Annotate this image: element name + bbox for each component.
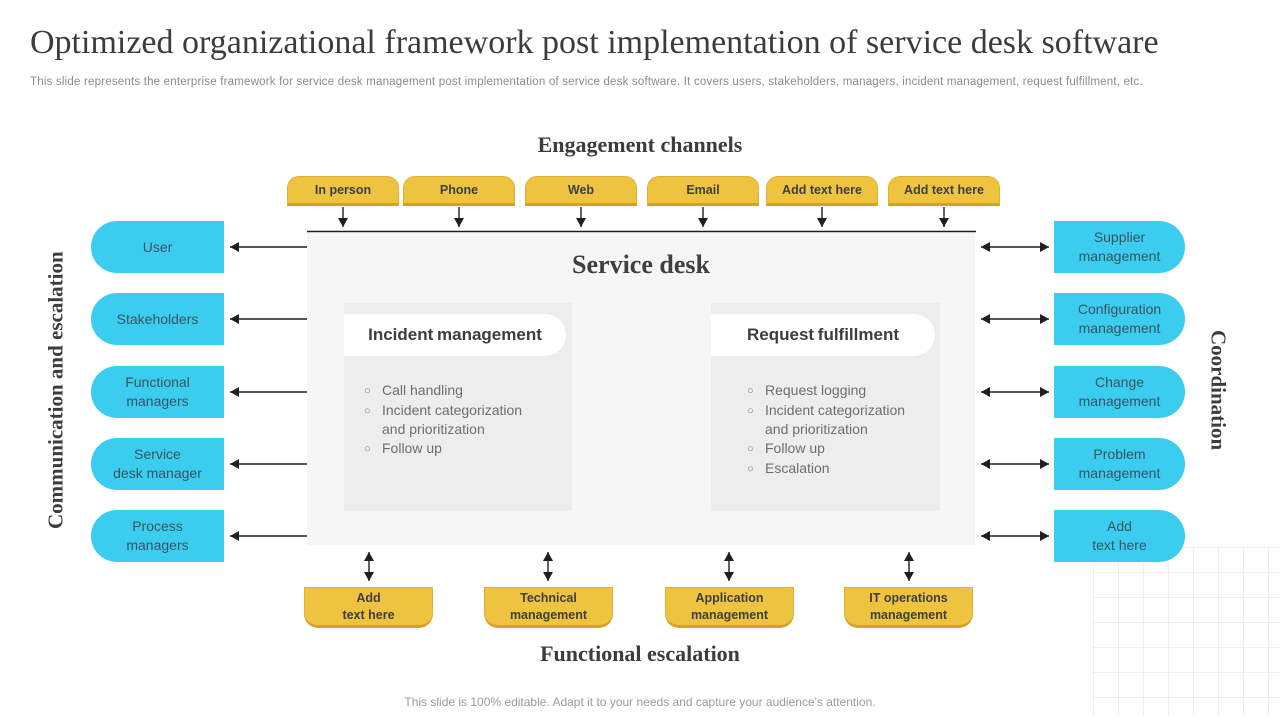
footer-note: This slide is 100% editable. Adapt it to… <box>404 695 876 709</box>
list-item: ○ Follow up <box>364 439 574 459</box>
list-item-text: Request logging <box>765 382 867 398</box>
list-item: ○ Call handling <box>364 381 574 401</box>
circle-bullet-icon: ○ <box>364 405 371 417</box>
incident-management-title: Incident management <box>344 314 566 356</box>
list-item: ○ Request logging <box>747 381 957 401</box>
channel-box-in-person: In person <box>287 176 399 206</box>
left-box-process-managers: Process managers <box>91 510 224 562</box>
engagement-channels-heading: Engagement channels <box>537 132 743 157</box>
bottom-box-placeholder: Add text here <box>304 587 433 628</box>
left-box-user: User <box>91 221 224 273</box>
incident-management-list: ○ Call handling ○ Incident categorizatio… <box>364 381 574 459</box>
bottom-box-technical-management: Technical management <box>484 587 613 628</box>
channel-box-email: Email <box>647 176 759 206</box>
left-box-service-desk-manager: Service desk manager <box>91 438 224 490</box>
list-item-text: Follow up <box>382 440 442 456</box>
channel-box-placeholder-2: Add text here <box>888 176 1000 206</box>
functional-escalation-heading: Functional escalation <box>540 641 740 666</box>
list-item-text: Incident categorization and prioritizati… <box>765 402 906 437</box>
list-item: ○ Incident categorization and prioritiza… <box>364 401 574 439</box>
bottom-box-application-management: Application management <box>665 587 794 628</box>
right-box-problem-management: Problem management <box>1054 438 1185 490</box>
channel-box-phone: Phone <box>403 176 515 206</box>
channel-box-placeholder-1: Add text here <box>766 176 878 206</box>
list-item: ○ Incident categorization and prioritiza… <box>747 401 957 439</box>
service-desk-title: Service desk <box>572 250 710 279</box>
list-item-text: Follow up <box>765 440 825 456</box>
page-subtitle: This slide represents the enterprise fra… <box>30 76 1143 88</box>
circle-bullet-icon: ○ <box>364 385 371 397</box>
right-box-supplier-management: Supplier management <box>1054 221 1185 273</box>
coordination-label: Coordination <box>1206 329 1231 451</box>
circle-bullet-icon: ○ <box>747 443 754 455</box>
circle-bullet-icon: ○ <box>747 385 754 397</box>
right-box-change-management: Change management <box>1054 366 1185 418</box>
list-item: ○ Escalation <box>747 459 957 479</box>
bottom-box-it-operations-management: IT operations management <box>844 587 973 628</box>
page-title: Optimized organizational framework post … <box>30 24 1159 61</box>
decorative-grid <box>1093 547 1280 717</box>
request-fulfillment-list: ○ Request logging ○ Incident categorizat… <box>747 381 957 479</box>
list-item: ○ Follow up <box>747 439 957 459</box>
right-box-placeholder: Add text here <box>1054 510 1185 562</box>
circle-bullet-icon: ○ <box>364 443 371 455</box>
channel-box-web: Web <box>525 176 637 206</box>
list-item-text: Escalation <box>765 460 830 476</box>
list-item-text: Call handling <box>382 382 463 398</box>
right-box-configuration-management: Configuration management <box>1054 293 1185 345</box>
left-box-functional-managers: Functional managers <box>91 366 224 418</box>
request-fulfillment-title: Request fulfillment <box>711 314 935 356</box>
list-item-text: Incident categorization and prioritizati… <box>382 402 523 437</box>
left-box-stakeholders: Stakeholders <box>91 293 224 345</box>
circle-bullet-icon: ○ <box>747 463 754 475</box>
circle-bullet-icon: ○ <box>747 405 754 417</box>
